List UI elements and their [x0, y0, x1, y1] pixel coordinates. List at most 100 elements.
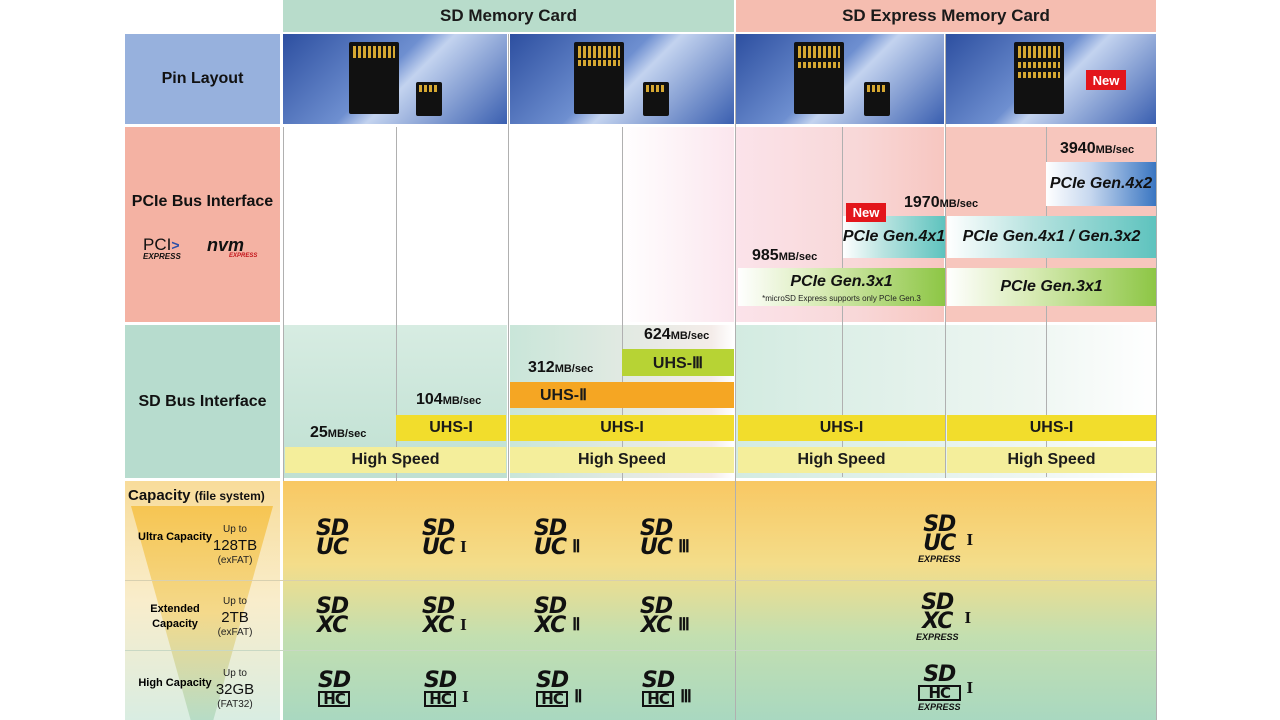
- uhs-roman-numeral: Ⅲ: [678, 615, 690, 635]
- speed-unit: MB/sec: [670, 330, 710, 342]
- row-divider: [125, 580, 1156, 581]
- sd-bus-label: SD Bus Interface: [125, 325, 280, 478]
- capacity-title-text: Capacity: [128, 487, 191, 504]
- hc-logo-text: HC: [424, 690, 457, 708]
- uc-logo-text: UC: [316, 534, 349, 560]
- uhs-roman-numeral: I: [460, 537, 467, 557]
- speed-unit: MB/sec: [778, 251, 818, 263]
- hc-logo-text: HC: [318, 690, 351, 708]
- grid-line: [945, 34, 946, 478]
- speed-value: 312: [528, 359, 555, 376]
- new-badge: New: [1086, 70, 1126, 90]
- pci-logo-text: PCI: [143, 235, 172, 254]
- uhs-roman-numeral: I: [462, 687, 469, 707]
- uc-logo-text: UC: [923, 530, 956, 556]
- sd-express-card-image: [1014, 42, 1064, 114]
- uc-logo-text: UC: [422, 534, 455, 560]
- speed-312: 312MB/sec: [528, 359, 593, 377]
- grid-line: [735, 34, 736, 720]
- uc-logo-text: UC: [534, 534, 567, 560]
- sd-logo-text: SD: [921, 590, 954, 615]
- sd-logo-text: SD: [422, 594, 455, 619]
- speed-unit: MB/sec: [442, 395, 482, 407]
- sd-logo-text: SD: [534, 594, 567, 619]
- new-badge: New: [846, 203, 886, 222]
- uhs1-bar-1: UHS-I: [396, 415, 506, 441]
- sd-logo-text: SD: [316, 516, 349, 541]
- uhs-roman-numeral: I: [966, 530, 974, 550]
- pin-layout-cell-3: [736, 34, 944, 124]
- file-system: (exFAT): [217, 627, 253, 639]
- nvm-express-text: EXPRESS: [229, 253, 258, 259]
- sd-logo-text: SD: [640, 594, 673, 619]
- uhs-roman-numeral: I: [460, 615, 467, 635]
- microsd-card-image: [643, 82, 669, 116]
- capacity-title: Capacity (file system): [128, 487, 265, 504]
- speed-3940: 3940MB/sec: [1060, 140, 1134, 158]
- pcie-gen4x2-bar: PCIe Gen.4x2: [1046, 162, 1156, 206]
- speed-value: 1970: [904, 194, 940, 211]
- sd-card-image: [574, 42, 624, 114]
- up-to-text: Up to: [223, 668, 247, 679]
- speed-unit: MB/sec: [939, 198, 979, 210]
- uhs-roman-numeral: Ⅱ: [572, 537, 581, 557]
- speed-value: 985: [752, 247, 779, 264]
- file-system: (FAT32): [217, 699, 253, 711]
- xc-logo-text: XC: [640, 612, 672, 638]
- hc-logo-text: HC: [918, 684, 961, 702]
- pci-express-logo: PCI> EXPRESS: [143, 235, 203, 261]
- capacity-size: 32GB: [215, 680, 255, 698]
- uhs3-bar: UHS-Ⅲ: [622, 349, 734, 376]
- sd-memory-card-header: SD Memory Card: [283, 0, 734, 32]
- sd-logo-text: SD: [923, 512, 956, 537]
- grid-line: [508, 34, 509, 720]
- capacity-limit: Up to 128TB (exFAT): [211, 524, 259, 568]
- pcie-gen4x1-gen3x2-bar: PCIe Gen.4x1 / Gen.3x2: [947, 216, 1156, 258]
- file-system: (exFAT): [217, 555, 253, 567]
- express-logo-text: EXPRESS: [916, 632, 959, 643]
- speed-value: 25: [310, 424, 328, 441]
- pcie-gen3x1-bar-1: PCIe Gen.3x1 *microSD Express supports o…: [738, 268, 945, 306]
- uhs-roman-numeral: Ⅲ: [680, 687, 692, 707]
- capacity-limit: Up to 2TB (exFAT): [211, 596, 259, 640]
- capacity-row-extended: Extended Capacity Up to 2TB (exFAT): [125, 590, 280, 650]
- up-to-text: Up to: [223, 596, 247, 607]
- capacity-subtitle: (file system): [194, 489, 265, 503]
- sd-express-card-header: SD Express Memory Card: [736, 0, 1156, 32]
- nvm-logo-text: nvm: [207, 235, 245, 255]
- xc-logo-text: XC: [316, 612, 348, 638]
- microsd-card-image: [416, 82, 442, 116]
- speed-value: 3940: [1060, 140, 1096, 157]
- pcie-gen3x1-label: PCIe Gen.3x1: [790, 273, 893, 290]
- high-speed-bar-3: High Speed: [738, 447, 945, 473]
- express-logo-text: EXPRESS: [918, 702, 961, 713]
- speed-1970: 1970MB/sec: [904, 194, 978, 212]
- uhs-roman-numeral: Ⅱ: [572, 615, 581, 635]
- microsd-express-note: *microSD Express supports only PCIe Gen.…: [762, 294, 921, 303]
- xc-logo-text: XC: [922, 608, 953, 634]
- sd-logo-text: SD: [642, 668, 675, 693]
- xc-logo-text: XC: [534, 612, 566, 638]
- capacity-label: Extended Capacity: [150, 603, 200, 630]
- capacity-size: 2TB: [221, 608, 249, 626]
- pcie-bus-label: PCIe Bus Interface PCI> EXPRESS nvm EXPR…: [125, 127, 280, 322]
- express-logo-text: EXPRESS: [918, 554, 961, 565]
- uhs1-bar-3: UHS-I: [738, 415, 945, 441]
- pin-layout-cell-1: [283, 34, 507, 124]
- sd-logo-text: SD: [318, 668, 351, 693]
- capacity-limit: Up to 32GB (FAT32): [211, 668, 259, 712]
- uhs-roman-numeral: Ⅱ: [574, 687, 583, 707]
- capacity-row-ultra: Ultra Capacity Up to 128TB (exFAT): [125, 516, 280, 578]
- high-speed-bar-2: High Speed: [510, 447, 734, 473]
- capacity-row-high: High Capacity Up to 32GB (FAT32): [125, 658, 280, 718]
